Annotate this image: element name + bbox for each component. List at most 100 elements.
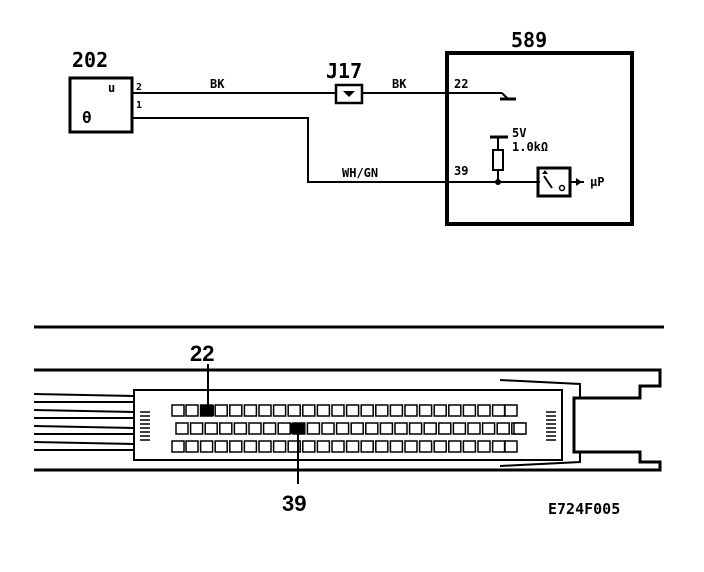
connector-pin-cavity [335,422,350,435]
connector-pin-cavity [229,440,243,453]
connector-pin-cavity [248,422,262,435]
adc-output-node [558,184,566,192]
connector-pin-cavity [204,422,218,435]
connector-pin-cavity [448,440,462,453]
adc-input-line [543,175,553,189]
connector-pin-cavity [277,422,291,435]
connector-pin-cavity [287,440,301,453]
connector-pin-cavity [375,440,389,453]
callout-22-label: 22 [190,341,214,366]
connector-pin-cavity [418,440,433,453]
connector-pin-cavity [496,422,510,435]
connector-pin-cavity [321,422,335,435]
connector-shroud [499,379,581,467]
connector-pin-cavity [302,404,316,417]
connector-inner-body [133,389,563,461]
connector-pin-cavity [199,440,214,453]
j17-pin-symbol [343,91,355,97]
connector-pin-cavity [404,440,418,453]
connector-pin-cavity [491,440,506,453]
connector-pin-cavity [477,440,491,453]
connector-pin-cavity [272,440,287,453]
connector-pin-cavity [481,422,496,435]
connector-pin-cavity [316,440,331,453]
connector-pin-cavity [185,404,199,417]
connector-pin-cavity [345,440,360,453]
supply-voltage-label: 5V [512,126,526,140]
connector-pin-cavity [287,404,301,417]
connector-pin-cavity [243,440,258,453]
ground-stem [501,92,509,100]
wire-bundle [33,393,135,451]
figure-code: E724F005 [548,500,620,518]
sensor-corner-mark: u [108,81,115,95]
connector-pin-cavity [262,422,277,435]
connector-guide-block [171,404,185,417]
connector-pin-array [140,404,556,453]
connector-pin-cavity [379,422,394,435]
connector-pin-cavity [418,404,433,417]
connector-pin-cavity [175,422,189,435]
connector-guide-block [171,440,185,453]
connector-guide-block [504,440,518,453]
connector-pin-cavity [350,422,364,435]
connector-pin-cavity [408,422,423,435]
connector-pin-cavity [214,404,228,417]
sensor-pin-1-label: 1 [136,100,142,111]
connector-pin-cavity [306,422,321,435]
connector-pin-cavity [316,404,331,417]
connector-pin-cavity [258,440,272,453]
adc-block [536,166,572,198]
connector-pin-cavity [258,404,272,417]
connector-pin-cavity [243,404,258,417]
connector-pin-cavity [423,422,437,435]
connector-pin-cavity [448,404,462,417]
temperature-symbol: θ [82,108,92,127]
adc-input-arrow [542,170,548,174]
connector-pin-cavity [360,440,374,453]
connector-pin-cavity [302,440,316,453]
connector-pin-cavity [462,404,477,417]
connector-pin-cavity [477,404,491,417]
callout-39-label: 39 [282,491,306,516]
connector-pin-cavity [229,404,243,417]
connector-pin-cavity [438,422,452,435]
adc-output-arrow [576,178,582,186]
ecu-pin-22-label: 22 [454,77,468,91]
connector-pin-cavity [389,404,404,417]
connector-pin-cavity [394,422,408,435]
connector-pin-cavity [331,404,345,417]
connector-pin-cavity [389,440,404,453]
sensor-202-label: 202 [72,48,108,72]
signal-wire [132,117,540,183]
connector-pin-cavity [189,422,204,435]
resistor-value-label: 1.0kΩ [512,140,548,154]
j17-label: J17 [326,59,362,83]
connector-pin-cavity [433,404,447,417]
connector-pin-cavity [452,422,467,435]
connector-pin-cavity [233,422,248,435]
ground-wire-right-color: BK [392,77,407,91]
connector-guide-block [504,404,518,417]
pin-22-highlight [200,405,214,416]
connector-pin-cavity [185,440,199,453]
connector-guide-block [513,422,527,435]
sensor-202-box [68,76,134,134]
ecu-589-box [445,51,634,226]
connector-pin-cavity [462,440,477,453]
pin-39-highlight [290,423,304,434]
connector-pin-cavity [214,440,228,453]
sensor-pin-2-label: 2 [136,82,142,93]
connector-pin-cavity [467,422,481,435]
ground-wire-left-color: BK [210,77,225,91]
connector-pin-cavity [433,440,447,453]
ecu-pin-39-label: 39 [454,164,468,178]
connector-pin-cavity [360,404,374,417]
connector-pin-cavity [331,440,345,453]
connector-pin-cavity [345,404,360,417]
connector-pin-cavity [219,422,233,435]
ecu-589-label: 589 [511,28,547,52]
connector-pin-cavity [491,404,506,417]
connector-pin-cavity [272,404,287,417]
connector-pin-cavity [404,404,418,417]
